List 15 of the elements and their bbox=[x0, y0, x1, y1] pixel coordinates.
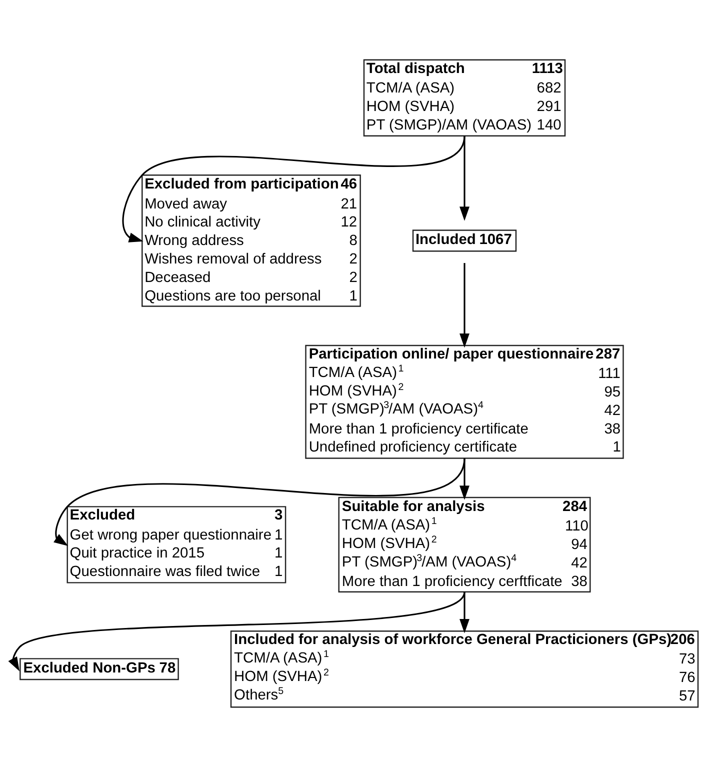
node-box: Total dispatch 1113 TCM/A (ASA) 682 HOM (SVHA) 291 PT (SMGP)/AM (VAOAS) 140 bbox=[363, 58, 566, 136]
arrow bbox=[122, 135, 466, 242]
node-box: Excluded 3 Get wrong paper questionnaire 1 Quit practice in 2015 1 Questionnaire was filed twice 1 bbox=[66, 506, 286, 583]
node-box: Suitable for analysis 284 TCM/A (ASA)$^{1}$ 110 HOM (SVHA)$^{2}$ 94 PT (SMGP)$^{3}$/AM (VAOAS)$^{4}$ 42 More than 1 proficiency cerftficate 38 bbox=[338, 496, 591, 592]
node-box: Participation online/ paper questionnaire287 TCM/A (ASA)$^{1}$ 111 HOM (SVHA)$^{2}$ 95 PT (SMGP)$^{3}$/AM (VAOAS)$^{4}$ 42 More than 1 proficiency certificate 38 Undefined proficiency certificate 1 bbox=[305, 344, 624, 458]
node-box: Excluded Non-GPs 78 bbox=[20, 658, 179, 680]
node-box: Included 1067 bbox=[412, 229, 517, 252]
arrow bbox=[460, 458, 470, 500]
arrow bbox=[54, 458, 466, 546]
arrow bbox=[8, 590, 466, 671]
node-box: Excluded from participation 46 Moved away 21 No clinical activity 12 Wrong address 8 Wishes removal of address 2 Deceased 2 Questions are too personal 1 bbox=[142, 174, 361, 306]
arrow bbox=[460, 592, 470, 633]
arrow bbox=[460, 262, 470, 348]
arrow bbox=[460, 136, 470, 220]
node-box: Included for analysis of workforce General Practicioners (GPs)206 TCM/A (ASA)$^{1}$ 73 HOM (SVHA)$^{2}$ 76 Others$^{5}$ 57 bbox=[230, 630, 699, 708]
